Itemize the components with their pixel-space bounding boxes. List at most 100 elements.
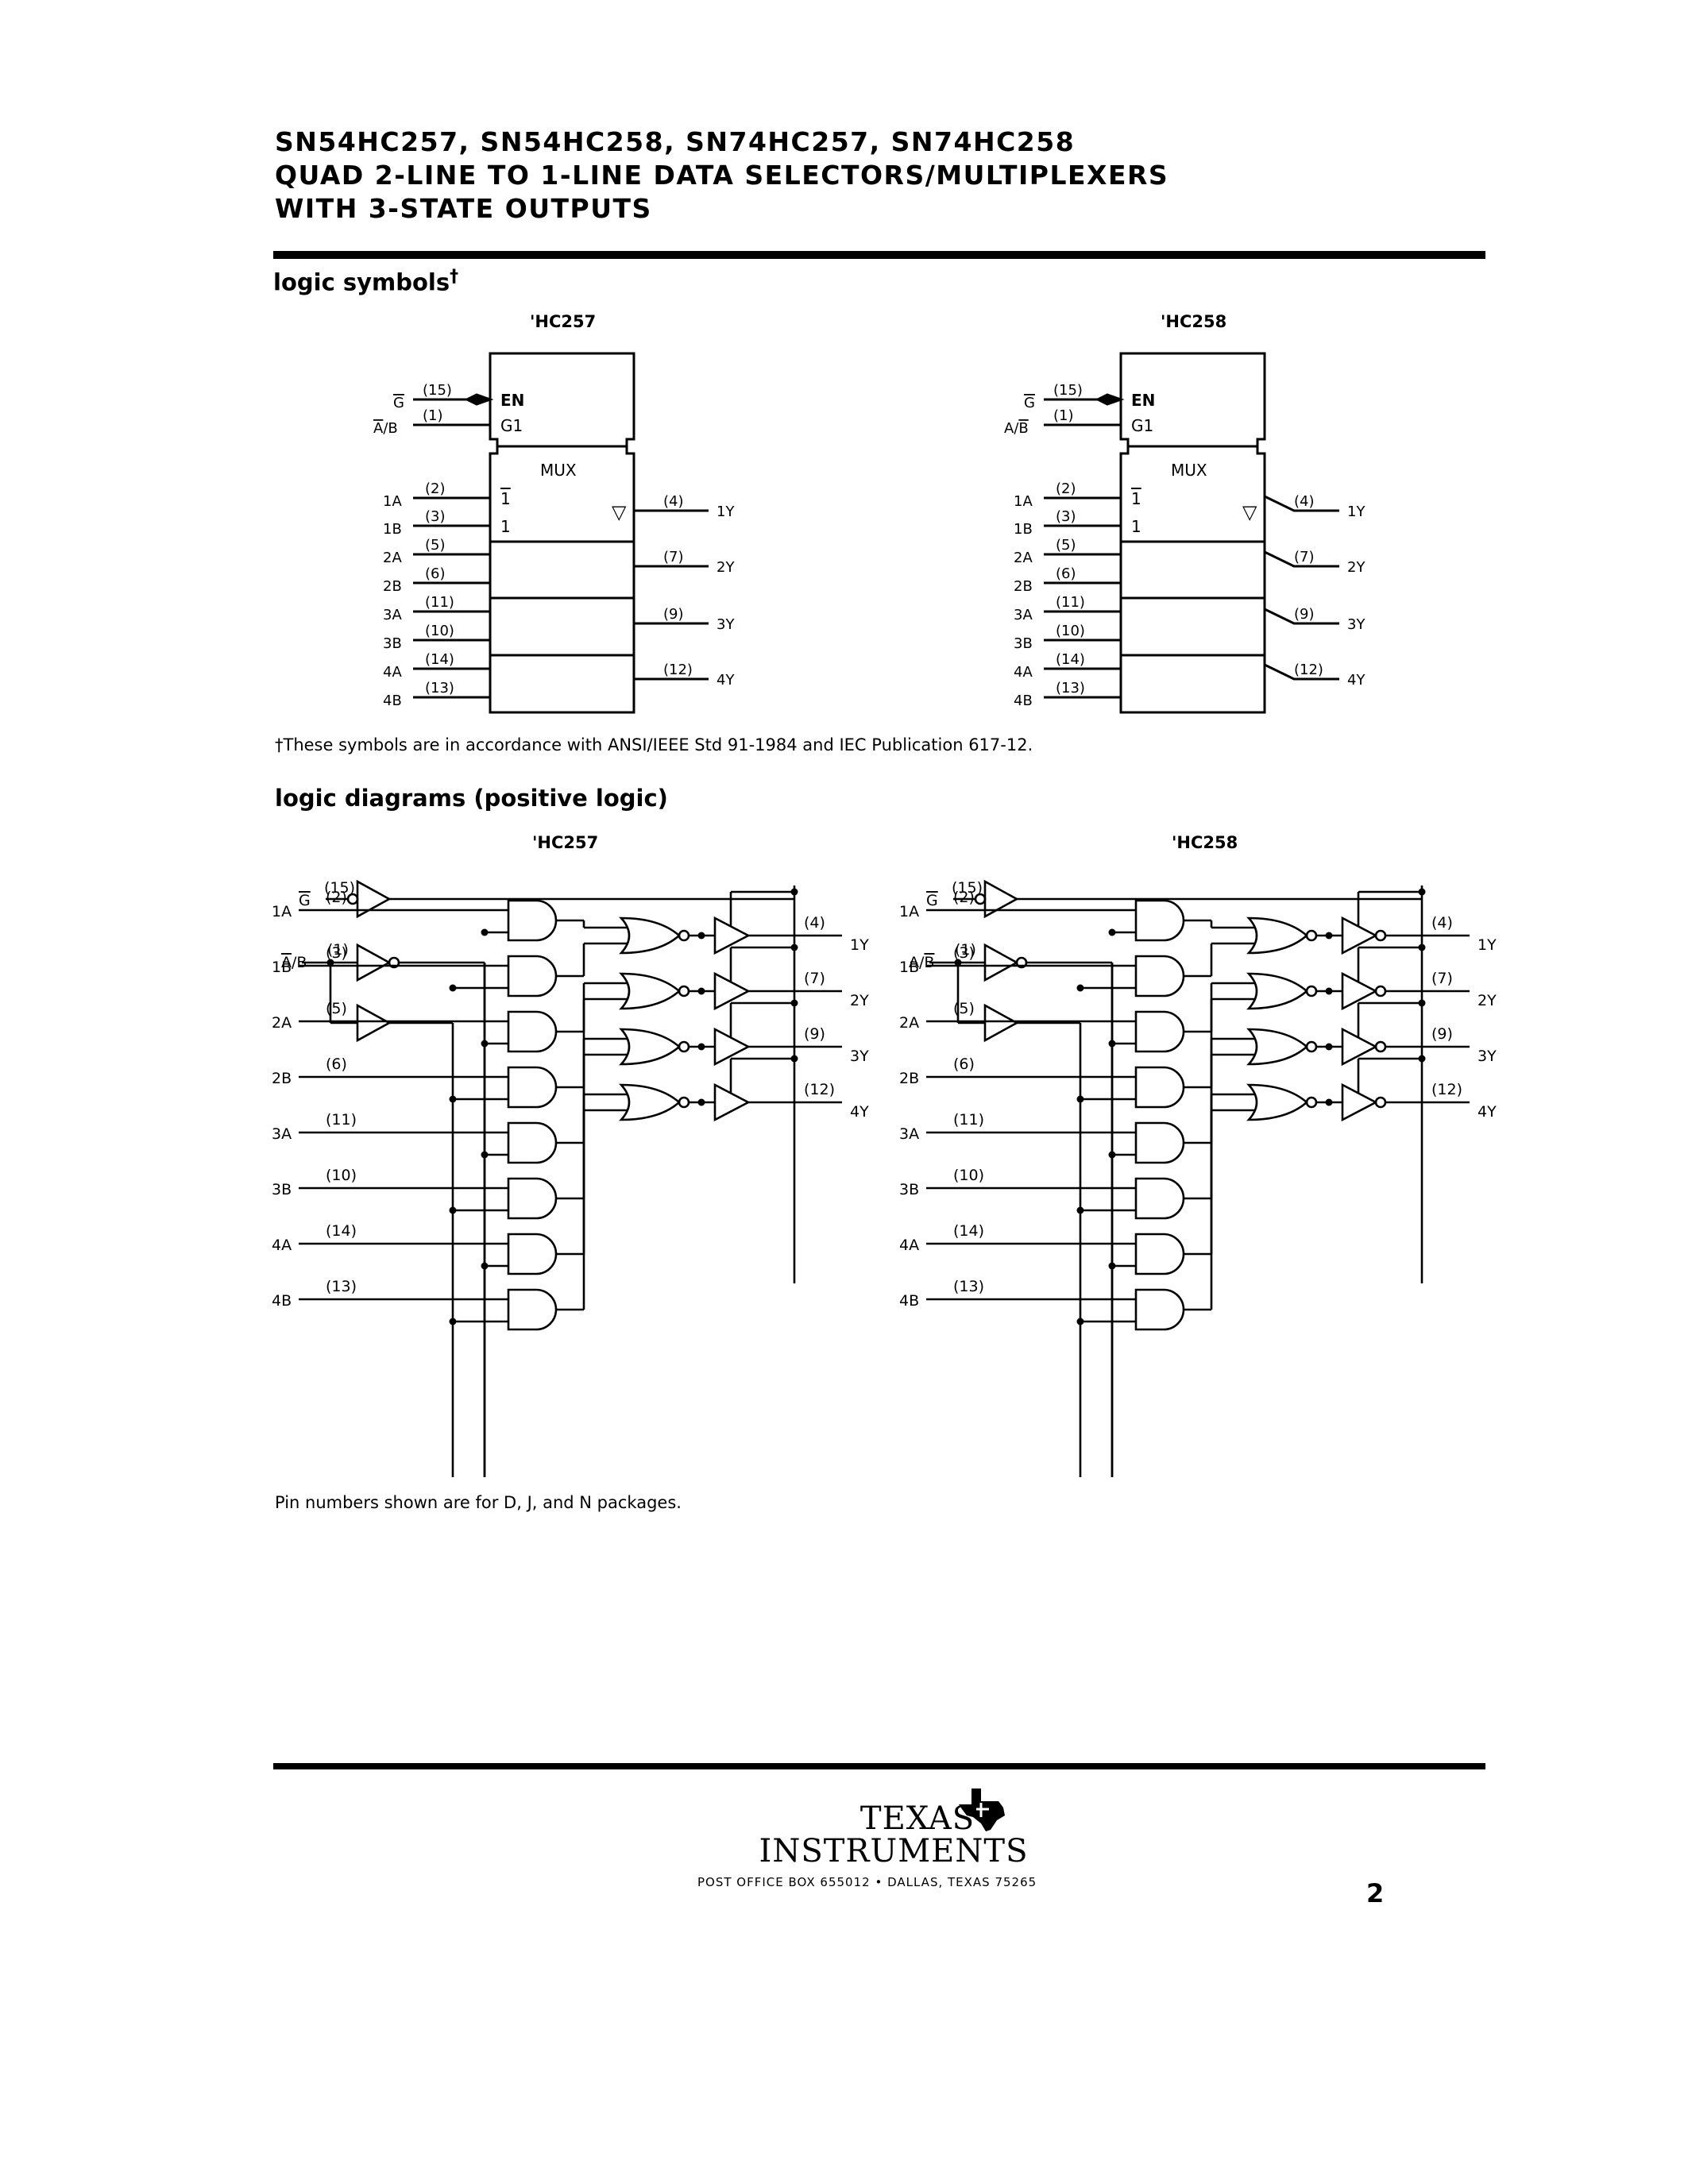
input-pin: (13) (1056, 680, 1085, 696)
input-name: 3B (1014, 635, 1033, 652)
input-name: 4B (1014, 693, 1033, 709)
input-name: 4B (272, 1292, 292, 1310)
input-pin: (2) (953, 889, 975, 906)
symbol-label: 'HC258 (1161, 312, 1226, 331)
document-title-line-2: QUAD 2-LINE TO 1-LINE DATA SELECTORS/MUL… (275, 160, 1169, 191)
output-name: 1Y (1477, 936, 1497, 954)
inversion-bubble (974, 893, 987, 905)
package-note: Pin numbers shown are for D, J, and N pa… (275, 1493, 682, 1512)
input-pin: (11) (953, 1111, 984, 1129)
control-pin: (15) (423, 382, 452, 399)
output-name: 2Y (1477, 992, 1497, 1009)
or-gate (1246, 972, 1308, 1010)
input-pin: (13) (953, 1278, 984, 1295)
output-pin: (7) (1294, 549, 1315, 565)
junction-dot (1325, 1043, 1333, 1051)
output-pin: (7) (1431, 970, 1453, 987)
input-pin: (3) (425, 508, 446, 525)
input-name: 3B (272, 1181, 292, 1198)
diagram-wiring (926, 879, 1470, 1477)
and-gate (507, 1177, 558, 1220)
input-pin: (10) (953, 1167, 984, 1184)
input-pin: (2) (326, 889, 347, 906)
and-gate (507, 1066, 558, 1109)
output-pin: (4) (1294, 493, 1315, 510)
logo-instruments: INSTRUMENTS (759, 1833, 1029, 1870)
diagram-wiring (299, 879, 842, 1477)
junction-dot (1325, 1098, 1333, 1106)
or-gate (619, 972, 681, 1010)
diagram-control-labels: G (15) A/B (1) (909, 879, 983, 971)
symbol-output-labels: (4)1Y(7)2Y(9)3Y(12)4Y (663, 493, 735, 689)
logic-symbol-hc257: 'HC257 EN G1 MUX 1 1 ▽ G (15) (373, 312, 735, 714)
control-name: A/B (909, 954, 934, 971)
input-name: 3A (383, 607, 402, 623)
or-gate (619, 1028, 681, 1066)
en-label: EN (500, 391, 524, 410)
junction-dot (1108, 1040, 1116, 1048)
output-pin: (4) (1431, 914, 1453, 932)
input-pin: (5) (425, 537, 446, 554)
output-buffer (1341, 1027, 1378, 1067)
symbol-input-labels: 1A(2)1B(3)2A(5)2B(6)3A(11)3B(10)4A(14)4B… (1014, 480, 1085, 709)
output-buffer (713, 916, 751, 955)
output-name: 2Y (1347, 559, 1365, 576)
logic-diagrams-heading: logic diagrams (positive logic) (275, 785, 668, 812)
control-name: G (926, 892, 938, 909)
input-pin: (2) (425, 480, 446, 497)
output-pin: (12) (804, 1081, 835, 1098)
select-inverter (356, 943, 392, 982)
output-name: 3Y (850, 1048, 869, 1065)
output-name: 1Y (717, 504, 735, 520)
mux-label: MUX (540, 461, 577, 480)
symbol-input-labels: 1A(2)1B(3)2A(5)2B(6)3A(11)3B(10)4A(14)4B… (383, 480, 454, 709)
output-buffer (713, 1027, 751, 1067)
inversion-bubble (1374, 929, 1387, 942)
junction-dot (1076, 1206, 1084, 1214)
output-pin: (9) (1294, 606, 1315, 623)
input-name: 1B (383, 521, 402, 538)
input-name: 1A (383, 493, 402, 510)
select-buffer (983, 1003, 1019, 1043)
symbol-internal-labels: EN G1 MUX 1 1 ▽ (1131, 391, 1257, 536)
junction-dot (449, 1206, 457, 1214)
inversion-bubble (678, 929, 690, 942)
output-name: 4Y (1347, 672, 1365, 689)
input-pin: (11) (425, 594, 454, 611)
junction-dot (1108, 1262, 1116, 1270)
or-gate (1246, 1028, 1308, 1066)
junction-dot (697, 1043, 705, 1051)
logic-symbols-heading-text: logic symbols (273, 268, 450, 296)
inversion-bubble (1374, 1040, 1387, 1053)
junction-dot (1325, 987, 1333, 995)
symbol-control-pins: G (15) A/B (1) (373, 382, 452, 437)
input-pin: (3) (953, 944, 975, 962)
and-gate (1134, 1121, 1185, 1164)
junction-dot (790, 888, 798, 896)
symbol-outline (413, 352, 709, 714)
inversion-bubble (1305, 929, 1318, 942)
and-gate (1134, 1010, 1185, 1053)
junction-dot (449, 984, 457, 992)
input-pin: (3) (326, 944, 347, 962)
output-name: 1Y (850, 936, 869, 954)
input-pin: (10) (326, 1167, 357, 1184)
input-pin: (5) (1056, 537, 1076, 554)
junction-dot (1418, 1055, 1426, 1063)
logic-symbol-hc258: 'HC258 EN G1 MUX 1 1 ▽ G (15) A/B (1) (1004, 312, 1365, 714)
inversion-bubble (678, 1040, 690, 1053)
logic-diagram-hc258: 'HC258 G (15) A/B (1) 1A(2)1B(3)(4)1Y2A(… (899, 833, 1497, 1477)
en-label: EN (1131, 391, 1155, 410)
input-pin: (10) (425, 623, 454, 639)
select-label: 1 (500, 517, 511, 536)
output-name: 4Y (1477, 1103, 1497, 1121)
input-pin: (2) (1056, 480, 1076, 497)
input-name: 4A (899, 1237, 919, 1254)
junction-dot (790, 999, 798, 1007)
output-name: 3Y (1477, 1048, 1497, 1065)
and-gate (507, 955, 558, 997)
three-state-symbol: ▽ (1242, 501, 1257, 523)
page-number: 2 (1366, 1878, 1385, 1908)
input-pin: (6) (326, 1055, 347, 1073)
and-gate (507, 1233, 558, 1275)
